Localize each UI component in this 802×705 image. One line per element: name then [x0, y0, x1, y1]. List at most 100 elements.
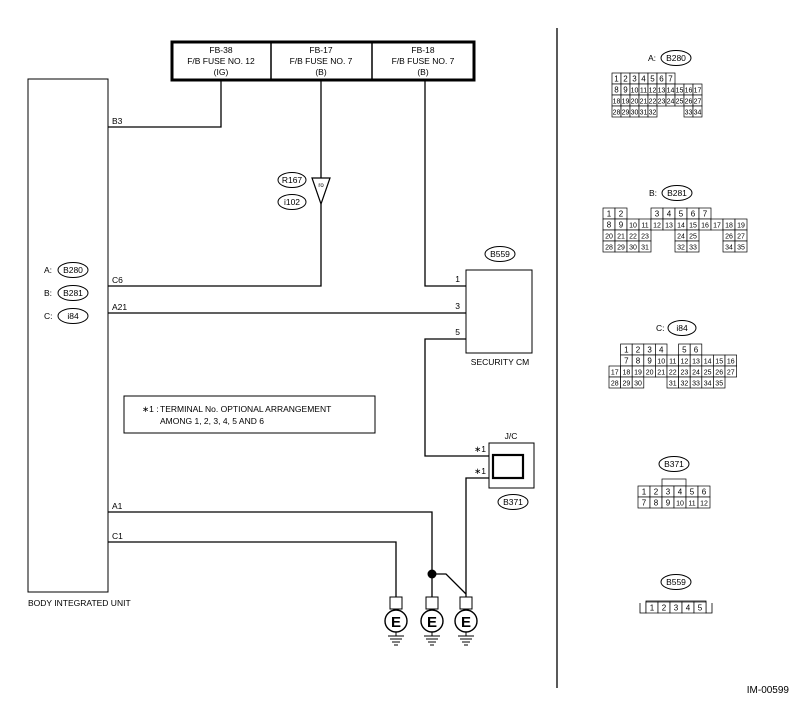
- pin-number: 22: [629, 234, 637, 241]
- pin-number: 26: [685, 99, 693, 106]
- pin-number: 7: [624, 357, 629, 366]
- wire-splice-to-jc-ground: [432, 573, 467, 595]
- security-cm-conn: B559: [490, 249, 510, 259]
- fuse-1-name: F/B FUSE NO. 12: [187, 56, 255, 66]
- fuse-3-name: F/B FUSE NO. 7: [392, 56, 455, 66]
- pin-cell: [693, 601, 707, 614]
- pin-number: 10: [629, 223, 637, 230]
- pin-number: 23: [641, 234, 649, 241]
- pin-number: 35: [737, 245, 745, 252]
- pin-number: 34: [694, 110, 702, 117]
- pin-number: 16: [727, 359, 735, 366]
- pin-number: 34: [725, 245, 733, 252]
- pin-number: 11: [688, 501, 695, 508]
- cv-i84-id: i84: [676, 323, 688, 333]
- fuse-3-code: FB-18: [411, 45, 434, 55]
- pin-number: 9: [647, 357, 652, 366]
- pin-number: 14: [677, 223, 685, 230]
- pin-c1: C1: [112, 531, 123, 541]
- pin-number: 20: [646, 370, 654, 377]
- joint-connector: J/C ∗1 ∗1 B371: [474, 431, 535, 510]
- pin-number: 3: [655, 210, 660, 219]
- fuse-2-code: FB-17: [309, 45, 332, 55]
- wire-c6: [108, 80, 322, 287]
- pin-number: 1: [614, 75, 619, 84]
- note-mark: ∗1 :: [142, 404, 159, 414]
- pin-number: 21: [617, 234, 625, 241]
- pin-number: 32: [677, 245, 685, 252]
- pin-number: 3: [674, 604, 679, 613]
- cv-b371-id: B371: [664, 459, 684, 469]
- body-integrated-unit-label: BODY INTEGRATED UNIT: [28, 598, 131, 608]
- pin-number: 30: [634, 381, 642, 388]
- pin-number: 3: [632, 75, 637, 84]
- pin-number: 12: [681, 359, 689, 366]
- note-line-2: AMONG 1, 2, 3, 4, 5 AND 6: [160, 416, 264, 426]
- wire-a1: [108, 511, 433, 600]
- cv-b281-id: B281: [667, 188, 687, 198]
- ground-2: E: [420, 596, 444, 646]
- pin-cell: [647, 105, 658, 118]
- pin-number: 31: [669, 381, 677, 388]
- pin-number: 4: [641, 75, 646, 84]
- pin-number: 7: [703, 210, 708, 219]
- pin-number: 6: [694, 346, 699, 355]
- cv-b281-letter: B:: [649, 188, 657, 198]
- pin-number: 19: [634, 370, 642, 377]
- pin-number: 12: [700, 501, 708, 508]
- pin-number: 25: [676, 99, 684, 106]
- note-line-1: TERMINAL No. OPTIONAL ARRANGEMENT: [160, 404, 331, 414]
- jc-pin-top: ∗1: [474, 444, 486, 454]
- unit-connector-c-letter: C:: [44, 311, 53, 321]
- pin-number: 8: [614, 86, 619, 95]
- pin-number: 16: [685, 88, 693, 95]
- pin-number: 29: [617, 245, 625, 252]
- pin-number: 10: [631, 88, 639, 95]
- pin-number: 20: [605, 234, 613, 241]
- pin-number: 25: [704, 370, 712, 377]
- unit-connector-b-letter: B:: [44, 288, 52, 298]
- pin-number: 32: [681, 381, 689, 388]
- pin-number: 2: [619, 210, 624, 219]
- pin-number: 24: [667, 99, 675, 106]
- pin-number: 13: [658, 88, 666, 95]
- pin-number: 2: [662, 604, 667, 613]
- unit-connector-b-id: B281: [63, 288, 83, 298]
- pin-number: 30: [629, 245, 637, 252]
- pin-number: 15: [676, 88, 684, 95]
- pin-number: 4: [686, 604, 691, 613]
- pin-number: 11: [669, 359, 676, 366]
- pin-number: 33: [692, 381, 700, 388]
- pin-number: 15: [715, 359, 723, 366]
- pin-number: 3: [647, 346, 652, 355]
- pin-number: 17: [713, 223, 721, 230]
- cv-b280-letter: A:: [648, 53, 656, 63]
- pin-number: 2: [654, 488, 659, 497]
- pin-number: 17: [611, 370, 619, 377]
- pin-number: 22: [669, 370, 677, 377]
- pin-number: 10: [657, 359, 665, 366]
- pin-number: 21: [657, 370, 665, 377]
- jc-conn: B371: [503, 497, 523, 507]
- pin-b3: B3: [112, 116, 123, 126]
- pin-number: 1: [650, 604, 655, 613]
- pin-number: 3: [666, 488, 671, 497]
- security-pin-1: 1: [455, 274, 460, 284]
- pin-number: 6: [691, 210, 696, 219]
- pin-a1: A1: [112, 501, 123, 511]
- pin-cell: [724, 365, 737, 378]
- pin-number: 27: [727, 370, 735, 377]
- pin-number: 25: [689, 234, 697, 241]
- pin-number: 20: [631, 99, 639, 106]
- pin-number: 24: [692, 370, 700, 377]
- pin-cell: [692, 105, 703, 118]
- fuse-2-supply: (B): [315, 67, 327, 77]
- wire-b3: [108, 80, 222, 128]
